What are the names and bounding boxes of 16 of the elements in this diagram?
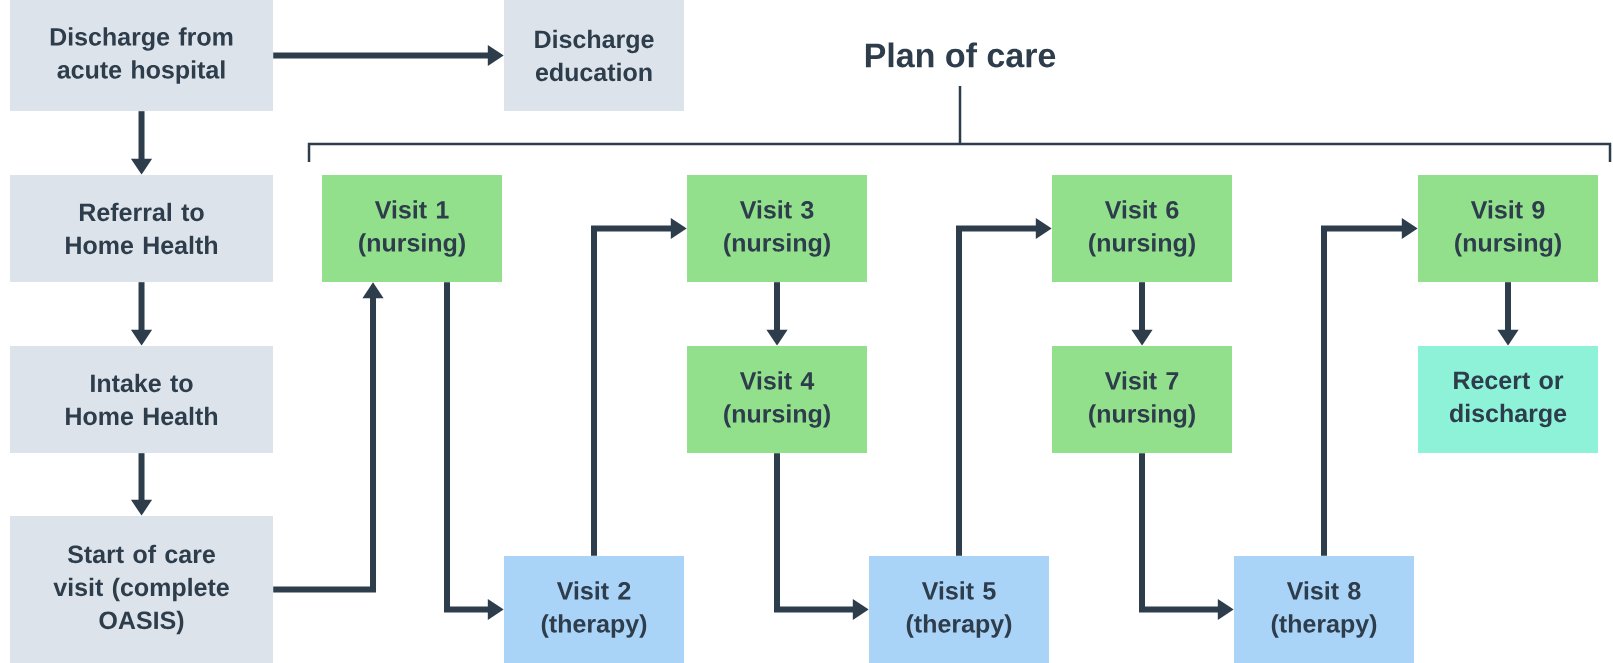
process-box: Visit 2 (therapy) — [504, 556, 684, 663]
process-box: Visit 8 (therapy) — [1234, 556, 1414, 663]
process-box: Visit 1 (nursing) — [322, 175, 502, 282]
heading: Plan of care — [865, 42, 1056, 68]
process-box: Visit 9 (nursing) — [1418, 175, 1598, 282]
process-box: Referral to Home Health — [10, 175, 273, 282]
process-box: Visit 6 (nursing) — [1052, 175, 1232, 282]
process-box: Visit 5 (therapy) — [869, 556, 1049, 663]
process-box: Visit 7 (nursing) — [1052, 346, 1232, 453]
process-box: Discharge from acute hospital — [10, 0, 273, 111]
process-box: Intake to Home Health — [10, 346, 273, 453]
process-box: Visit 4 (nursing) — [687, 346, 867, 453]
process-box: Start of care visit (complete OASIS) — [10, 516, 273, 663]
process-box: Visit 3 (nursing) — [687, 175, 867, 282]
process-box: Recert or discharge — [1418, 346, 1598, 453]
process-box: Discharge education — [504, 0, 684, 111]
